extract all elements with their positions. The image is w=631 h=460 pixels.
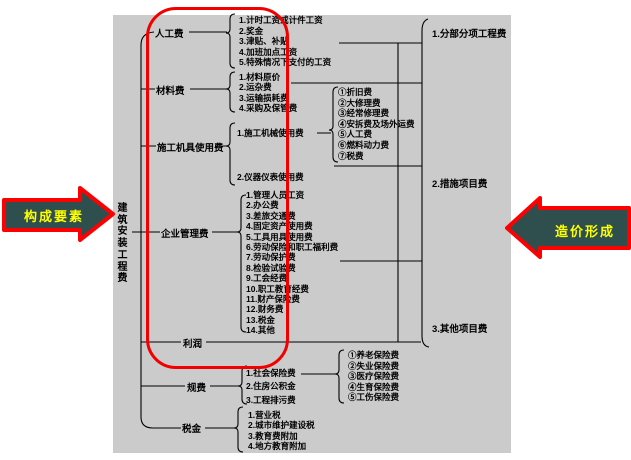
list-item: 4.地方教育附加	[248, 440, 307, 451]
list-item: 2.运杂费	[239, 82, 272, 93]
list-item: 5.特殊情况下支付的工资	[239, 57, 332, 67]
category-management: 企业管理费	[161, 229, 209, 240]
list-item: 11.财产保险费	[246, 294, 300, 305]
list-item: ③经常修理费	[338, 108, 390, 119]
list-item: 10.职工教育经费	[246, 283, 309, 294]
list-item: 1.管理人员工资	[246, 190, 305, 200]
category-tax: 税金	[182, 424, 202, 435]
list-item: ①养老保险费	[348, 350, 400, 360]
list-item: 2.办公费	[246, 200, 279, 211]
list-item: 1.材料原价	[239, 72, 281, 82]
list-item: ④安拆费及场外运费	[338, 118, 415, 129]
category-labor: 人工费	[155, 29, 184, 40]
list-item: 3.教育费附加	[248, 430, 298, 441]
list-item: ⑤工伤保险费	[348, 392, 400, 403]
material-item-list: 1.材料原价 2.运杂费 3.运输损耗费 4.采购及保管费	[239, 72, 297, 113]
category-machinery: 施工机具使用费	[157, 143, 224, 154]
list-item: 7.劳动保护费	[246, 252, 296, 263]
list-item: ③医疗保险费	[348, 371, 400, 382]
list-item: 1.计时工资或计件工资	[239, 15, 323, 25]
list-item: ⑦税费	[338, 150, 364, 161]
right-arrow	[505, 196, 631, 259]
list-item: ②大修理费	[338, 97, 381, 108]
list-item: 4.加班加点工资	[239, 46, 298, 57]
list-item: 3.差旅交通费	[246, 210, 296, 221]
labor-item-list: 1.计时工资或计件工资 2.奖金 3.津贴、补贴 4.加班加点工资 5.特殊情况…	[239, 15, 331, 68]
left-arrow	[2, 186, 115, 242]
list-item: 2.奖金	[239, 25, 264, 36]
list-item: ②失业保险费	[348, 360, 400, 371]
formation-item-2: 2.措施项目费	[432, 179, 488, 190]
category-fees: 规费	[187, 383, 207, 394]
list-item: ⑤人工费	[338, 129, 373, 140]
formation-item-1: 1.分部分项工程费	[432, 29, 507, 40]
right-arrow-label: 造价形成	[554, 224, 615, 239]
list-item: 5.工具用具使用费	[246, 231, 313, 242]
list-item: ④生育保险费	[348, 381, 400, 392]
list-item: ⑥燃料动力费	[338, 139, 390, 150]
list-item: 14.其他	[246, 325, 275, 336]
list-item: 8.检验试验费	[246, 262, 296, 273]
list-item: 9.工会经费	[246, 273, 288, 284]
list-item: 3.运输损耗费	[239, 92, 289, 103]
left-pointing-arrow-shape	[505, 196, 631, 259]
list-item: 1.社会保险费	[246, 368, 296, 378]
formation-item-3: 3.其他项目费	[432, 324, 488, 335]
machinery-item-2: 2.仪器仪表使用费	[237, 172, 304, 182]
management-item-list: 1.管理人员工资 2.办公费 3.差旅交通费 4.固定资产使用费 5.工具用具使…	[246, 190, 338, 336]
list-item: 4.固定资产使用费	[246, 221, 313, 232]
list-item: 3.津贴、补贴	[239, 36, 289, 46]
root-label: 建筑安装工程费	[117, 203, 128, 285]
list-item: 2.城市维护建设税	[248, 420, 315, 431]
machinery-sub-list: ①折旧费 ②大修理费 ③经常修理费 ④安拆费及场外运费 ⑤人工费 ⑥燃料动力费 …	[338, 87, 415, 161]
list-item: 13.税金	[246, 314, 275, 325]
list-item: 2.住房公积金	[246, 381, 296, 392]
list-item: 6.劳动保险和职工福利费	[246, 242, 339, 253]
list-item: 1.营业税	[248, 410, 281, 420]
list-item: 4.采购及保管费	[239, 102, 298, 113]
list-item: 12.财务费	[246, 304, 284, 315]
right-pointing-arrow-shape	[2, 186, 115, 242]
list-item: ①折旧费	[338, 87, 373, 97]
machinery-item-1: 1.施工机械使用费	[237, 128, 304, 138]
list-item: 3.工程排污费	[246, 394, 296, 405]
category-profit: 利润	[183, 339, 203, 350]
tax-item-list: 1.营业税 2.城市维护建设税 3.教育费附加 4.地方教育附加	[248, 410, 315, 451]
left-arrow-label: 构成要素	[23, 209, 84, 224]
fees-item-list: 1.社会保险费 2.住房公积金 3.工程排污费	[246, 367, 296, 407]
fees-sub-list: ①养老保险费 ②失业保险费 ③医疗保险费 ④生育保险费 ⑤工伤保险费	[348, 350, 399, 403]
category-material: 材料费	[156, 86, 185, 97]
